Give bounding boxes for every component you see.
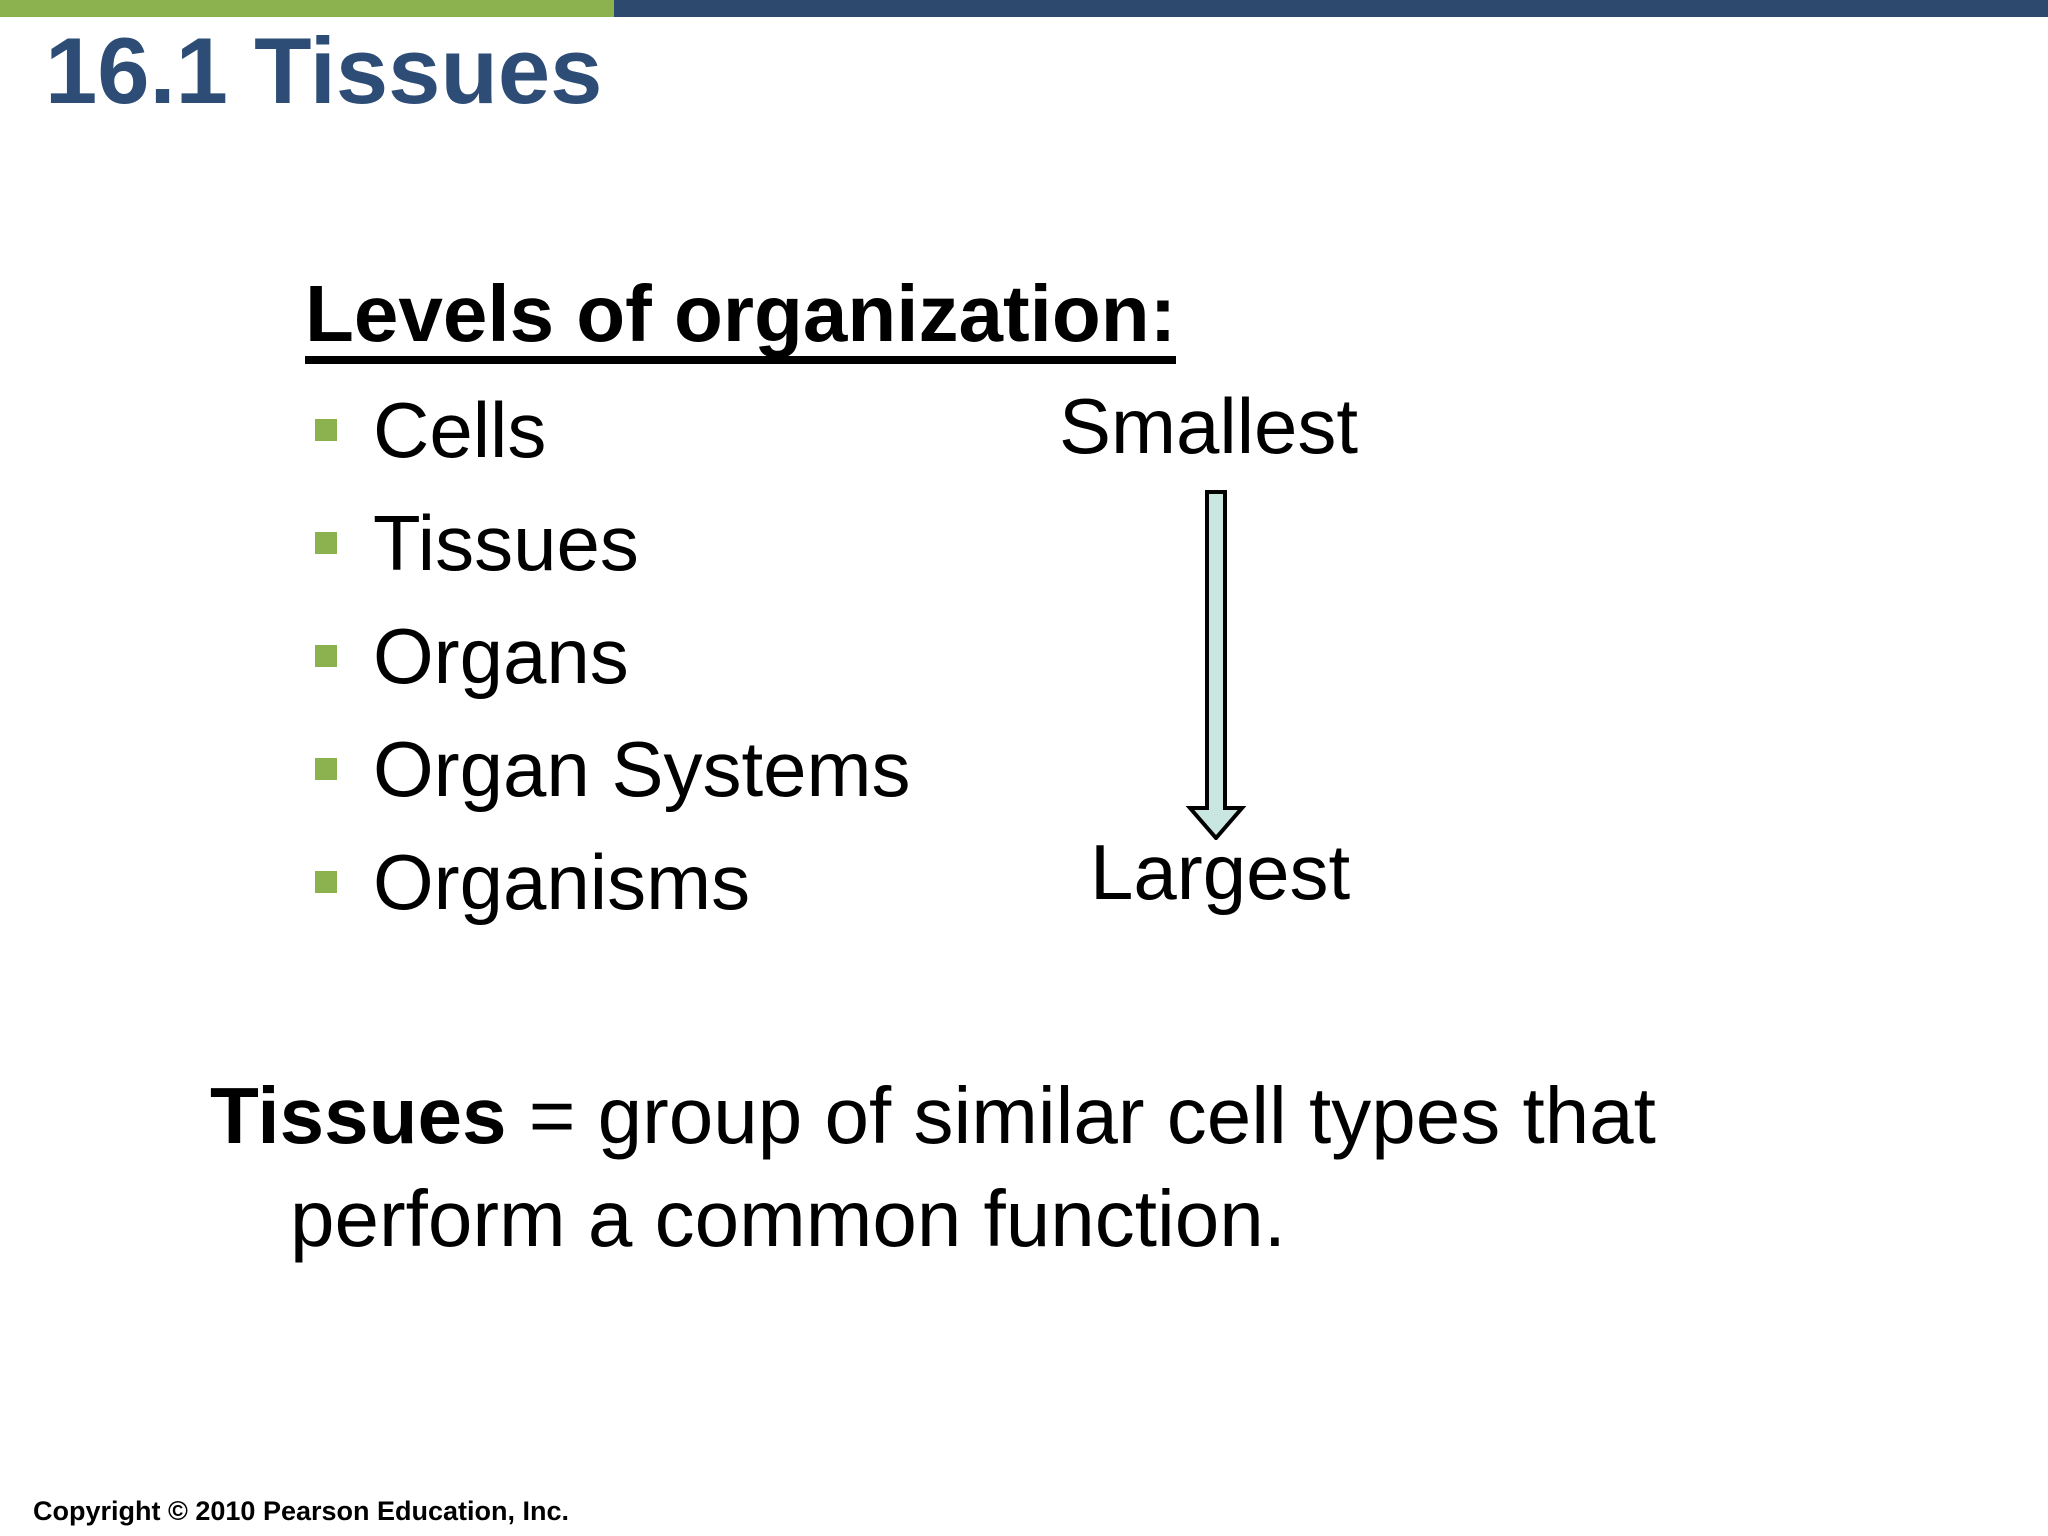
bullet-square-icon [315, 871, 337, 893]
list-item-label: Organ Systems [373, 725, 911, 813]
down-arrow-icon [1185, 490, 1247, 840]
scale-smallest-label: Smallest [1059, 382, 1359, 470]
definition-line-1: Tissues = group of similar cell types th… [210, 1076, 1656, 1156]
list-item-label: Cells [373, 386, 547, 474]
top-bar-blue-segment [614, 0, 2048, 17]
copyright-notice: Copyright © 2010 Pearson Education, Inc. [33, 1496, 570, 1526]
list-item: Organ Systems [315, 730, 911, 808]
list-item-label: Organs [373, 612, 629, 700]
definition-line-2: perform a common function. [290, 1174, 1286, 1263]
bullet-square-icon [315, 532, 337, 554]
bullet-square-icon [315, 758, 337, 780]
list-item-label: Organisms [373, 838, 751, 926]
bullet-square-icon [315, 419, 337, 441]
list-item: Tissues [315, 504, 639, 582]
scale-largest-label: Largest [1090, 828, 1351, 916]
list-item-label: Tissues [373, 499, 639, 587]
top-bar-green-segment [0, 0, 614, 17]
list-item: Cells [315, 391, 546, 469]
section-heading: Levels of organization: [305, 274, 1177, 364]
page-title: 16.1 Tissues [45, 18, 603, 123]
list-item: Organs [315, 617, 629, 695]
list-item: Organisms [315, 843, 750, 921]
definition-rest: = group of similar cell types that [506, 1071, 1656, 1160]
definition-term: Tissues [210, 1071, 507, 1160]
bullet-square-icon [315, 645, 337, 667]
